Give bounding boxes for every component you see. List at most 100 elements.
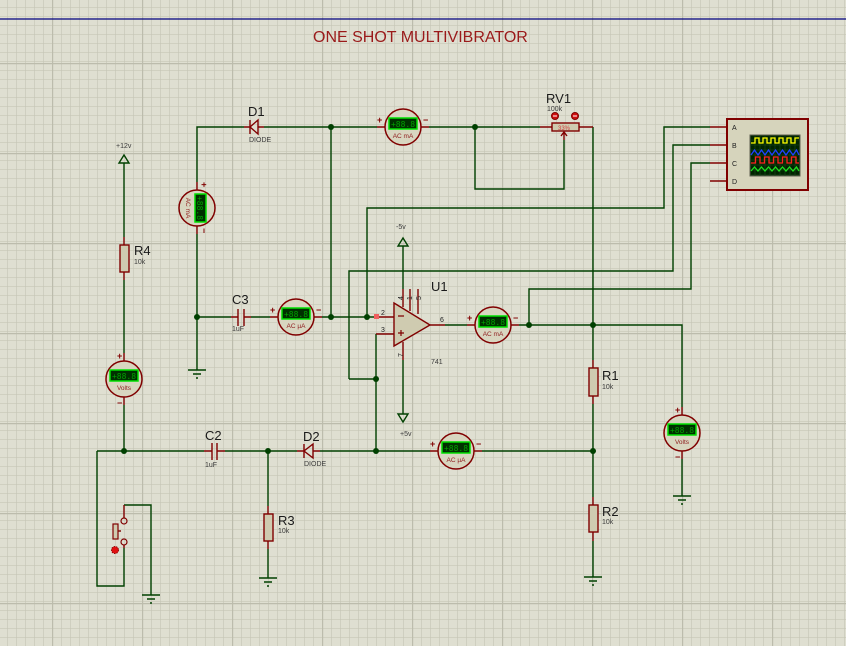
minus-terminal-label: − xyxy=(316,305,321,315)
r1-value: 10k xyxy=(602,384,614,391)
rv1-setting: 33% xyxy=(558,126,571,132)
trace-b xyxy=(750,148,800,157)
junction-dot xyxy=(526,322,532,328)
pin-1-label: 1 xyxy=(407,296,414,300)
diode-d2[interactable]: D2 DIODE xyxy=(297,429,327,468)
minus-terminal-label: − xyxy=(675,452,680,462)
meter-reading: +88.8 xyxy=(391,120,415,129)
junction-dot xyxy=(364,314,370,320)
supply-pos5v[interactable]: +5v xyxy=(396,413,412,438)
junction-dot xyxy=(590,448,596,454)
r2-value: 10k xyxy=(602,519,614,526)
supply-pos12v[interactable]: +12v xyxy=(116,143,132,164)
meter-reading: +88.8 xyxy=(195,196,204,220)
meter-display xyxy=(478,315,508,328)
u1-ref: U1 xyxy=(431,279,448,294)
trace-a xyxy=(751,137,799,144)
push-button-switch[interactable] xyxy=(111,505,128,554)
junction-dot xyxy=(373,448,379,454)
ground-icon xyxy=(584,576,602,586)
meter-display xyxy=(194,193,207,223)
scope-channel-d: D xyxy=(732,179,737,186)
r1-ref: R1 xyxy=(602,368,619,383)
meter-reading: +88.8 xyxy=(284,310,308,319)
pin-5-label: 5 xyxy=(416,296,423,300)
plus-terminal-label: + xyxy=(199,182,209,187)
meter-unit: AC mA xyxy=(184,198,191,219)
pos5v-label: +5v xyxy=(400,431,412,438)
d2-ref: D2 xyxy=(303,429,320,444)
pin-4-label: 4 xyxy=(398,296,405,300)
capacitor-c2[interactable]: C2 1uF xyxy=(204,428,225,469)
microammeter-bottom[interactable]: +88.8AC µA+− xyxy=(430,432,482,470)
junction-dot xyxy=(590,322,596,328)
pin-marker xyxy=(374,314,379,319)
potentiometer-rv1[interactable]: 33% RV1 100k xyxy=(540,91,593,140)
scope-channel-c: C xyxy=(732,161,737,168)
junction-dot xyxy=(194,314,200,320)
plus-terminal-label: + xyxy=(377,115,382,125)
r3-value: 10k xyxy=(278,528,290,535)
oscilloscope[interactable]: A B C D xyxy=(710,118,809,191)
pos12v-label: +12v xyxy=(116,143,132,150)
pin-2-label: 2 xyxy=(381,310,385,317)
pin-7-label: 7 xyxy=(398,353,405,357)
meter-display xyxy=(109,369,139,382)
c3-ref: C3 xyxy=(232,292,249,307)
d2-value: DIODE xyxy=(304,461,327,468)
meter-unit: AC µA xyxy=(447,457,467,464)
ammeter-top[interactable]: +88.8AC mA+− xyxy=(377,108,429,146)
c2-ref: C2 xyxy=(205,428,222,443)
junction-dot xyxy=(373,376,379,382)
ammeter-output[interactable]: +88.8AC mA+− xyxy=(467,306,519,344)
plus-terminal-label: + xyxy=(117,351,122,361)
r4-ref: R4 xyxy=(134,243,151,258)
junction-dot xyxy=(472,124,478,130)
plus-terminal-label: + xyxy=(270,305,275,315)
junction-dot xyxy=(265,448,271,454)
junction-dot xyxy=(121,448,127,454)
scope-channel-a: A xyxy=(732,125,737,132)
scope-channel-b: B xyxy=(732,143,737,150)
microammeter-c3[interactable]: +88.8 AC µA + − xyxy=(270,298,322,336)
trace-c xyxy=(751,156,799,164)
pin-3-label: 3 xyxy=(381,327,385,334)
meter-unit: AC µA xyxy=(287,323,307,330)
ammeter-left[interactable]: +88.8AC mA+− xyxy=(178,182,216,234)
minus-terminal-label: − xyxy=(476,439,481,449)
resistor-r4[interactable]: R4 10k xyxy=(119,237,151,280)
capacitor-c3[interactable]: C3 1uF xyxy=(231,292,251,333)
trace-d xyxy=(750,165,800,172)
opamp-u1[interactable]: 2 3 6 4 1 5 7 U1 741 xyxy=(374,279,448,366)
neg5v-label: -5v xyxy=(396,224,406,231)
supply-neg5v[interactable]: -5v xyxy=(396,224,410,247)
junction-dot xyxy=(328,124,334,130)
switch-toggle-icon[interactable] xyxy=(111,546,119,554)
diode-d1[interactable]: D1 DIODE xyxy=(244,104,272,144)
minus-terminal-label: − xyxy=(513,313,518,323)
junctions xyxy=(121,124,596,454)
minus-terminal-label: − xyxy=(117,398,122,408)
resistor-r2[interactable]: R2 10k xyxy=(588,497,619,541)
pin-6-label: 6 xyxy=(440,317,444,324)
meter-display xyxy=(388,117,418,130)
c2-value: 1uF xyxy=(205,462,217,469)
plus-terminal-label: + xyxy=(430,439,435,449)
meter-display xyxy=(281,307,311,320)
power-terminal-icon xyxy=(396,236,410,247)
resistor-r1[interactable]: R1 10k xyxy=(588,360,619,404)
ground-icon xyxy=(259,577,277,587)
d1-value: DIODE xyxy=(249,137,272,144)
rv1-ref: RV1 xyxy=(546,91,571,106)
ground-icon xyxy=(188,369,206,379)
resistor-r3[interactable]: R3 10k xyxy=(263,506,295,549)
power-terminal-icon xyxy=(396,413,410,424)
rv1-value: 100k xyxy=(547,106,563,113)
c3-value: 1uF xyxy=(232,326,244,333)
r2-ref: R2 xyxy=(602,504,619,519)
wires xyxy=(96,126,710,595)
